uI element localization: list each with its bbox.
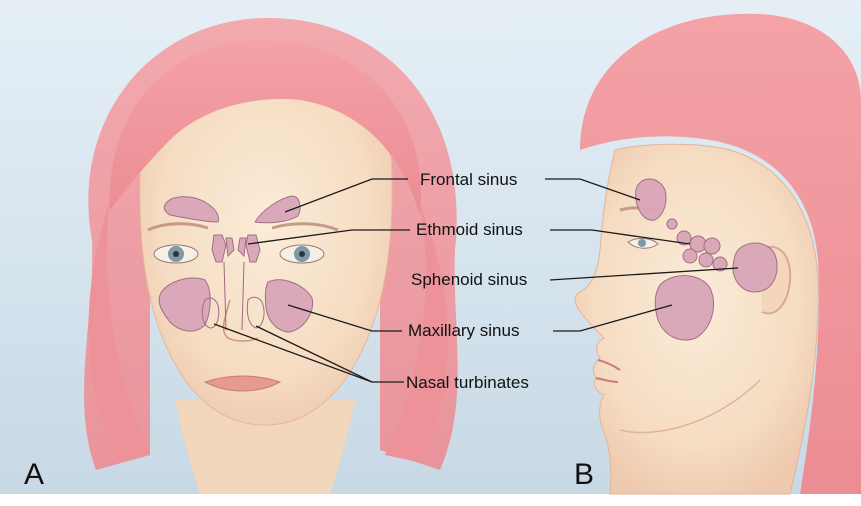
pupil-right-a xyxy=(299,251,305,257)
bottom-margin xyxy=(0,494,861,506)
panel-b-letter: B xyxy=(574,460,594,490)
label-nasal-turbinates: Nasal turbinates xyxy=(406,374,529,391)
sphenoid-sinus-b xyxy=(733,243,777,292)
label-maxillary-sinus: Maxillary sinus xyxy=(408,322,519,339)
panel-a-letter: A xyxy=(24,460,44,490)
iris-b xyxy=(638,239,646,247)
panel-b-lateral-head xyxy=(575,14,861,494)
ethmoid-cell-5-b xyxy=(683,249,697,263)
label-ethmoid-sinus: Ethmoid sinus xyxy=(416,221,523,238)
pupil-left-a xyxy=(173,251,179,257)
label-sphenoid-sinus: Sphenoid sinus xyxy=(411,271,527,288)
ethmoid-cell-4-b xyxy=(704,238,720,254)
ethmoid-cell-1-b xyxy=(667,219,677,229)
panel-a-frontal-head xyxy=(84,18,458,494)
label-frontal-sinus: Frontal sinus xyxy=(420,171,517,188)
ethmoid-cell-6-b xyxy=(699,253,713,267)
